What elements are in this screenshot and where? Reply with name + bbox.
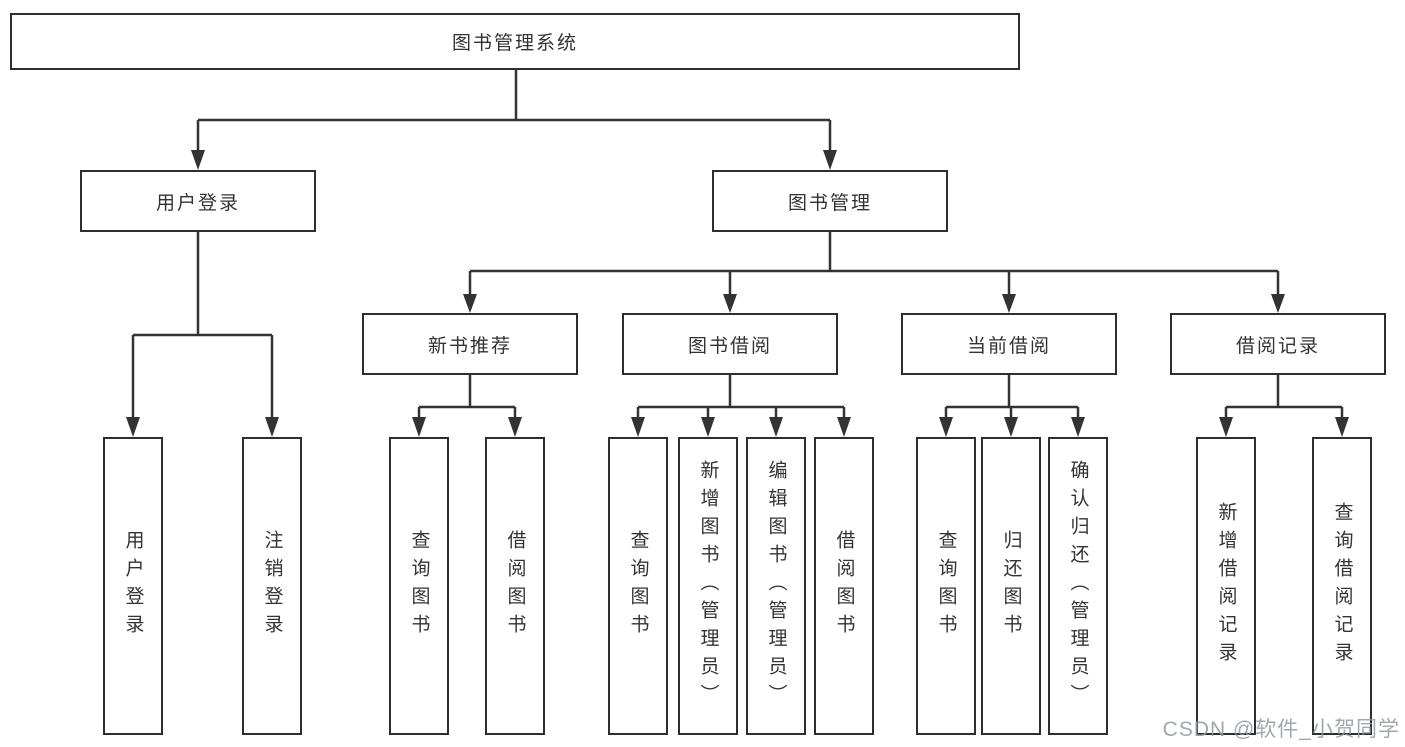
- leaf-label: 新增图书（管理员）: [697, 460, 719, 712]
- leaf-label: 归还图书: [1000, 530, 1022, 642]
- arrowhead-icon: [837, 417, 851, 437]
- leaf-label: 借阅图书: [504, 530, 526, 642]
- leaf-query-books-recommend: 查询图书: [389, 437, 449, 735]
- node-new-book-recommend: 新书推荐: [362, 313, 578, 375]
- connector-book-mgmt-to-level3: [468, 232, 1280, 296]
- leaf-user-login: 用户登录: [103, 437, 163, 735]
- leaf-borrow-books: 借阅图书: [814, 437, 874, 735]
- leaf-add-books-admin: 新增图书（管理员）: [678, 437, 738, 735]
- arrowhead-icon: [463, 294, 477, 313]
- connector-root-to-level2: [196, 70, 832, 153]
- leaf-label: 新增借阅记录: [1215, 502, 1237, 670]
- node-current-borrow: 当前借阅: [901, 313, 1117, 375]
- arrowhead-icon: [508, 417, 522, 437]
- leaf-label: 查询图书: [627, 530, 649, 642]
- arrowhead-icon: [1271, 294, 1285, 313]
- arrowhead-icon: [939, 417, 953, 437]
- arrowhead-icon: [265, 417, 279, 437]
- arrowhead-icon: [823, 150, 837, 170]
- node-borrow-records: 借阅记录: [1170, 313, 1386, 375]
- arrowhead-icon: [769, 417, 783, 437]
- arrowhead-icon: [126, 417, 140, 437]
- leaf-label: 借阅图书: [833, 530, 855, 642]
- connector-new-book-to-leaves: [417, 375, 517, 420]
- connector-borrow-records-to-leaves: [1224, 375, 1344, 420]
- leaf-borrow-books-recommend: 借阅图书: [485, 437, 545, 735]
- leaf-label: 编辑图书（管理员）: [765, 460, 787, 712]
- leaf-label: 查询图书: [408, 530, 430, 642]
- leaf-query-books-borrow: 查询图书: [608, 437, 668, 735]
- leaf-return-books: 归还图书: [981, 437, 1041, 735]
- leaf-label: 查询借阅记录: [1331, 502, 1353, 670]
- leaf-label: 注销登录: [261, 530, 283, 642]
- arrowhead-icon: [1002, 294, 1016, 313]
- node-book-management: 图书管理: [712, 170, 948, 232]
- arrowhead-icon: [1004, 417, 1018, 437]
- node-root: 图书管理系统: [10, 13, 1020, 70]
- leaf-logout-login: 注销登录: [242, 437, 302, 735]
- arrowhead-icon: [723, 294, 737, 313]
- watermark: CSDN @软件_小贺同学: [1162, 718, 1400, 741]
- arrowhead-icon: [1071, 417, 1085, 437]
- arrowhead-icon: [412, 417, 426, 437]
- connector-user-login-to-leaves: [131, 232, 274, 420]
- arrowhead-icon: [631, 417, 645, 437]
- leaf-add-borrow-record: 新增借阅记录: [1196, 437, 1256, 735]
- arrowhead-icon: [701, 417, 715, 437]
- node-book-borrow: 图书借阅: [622, 313, 838, 375]
- leaf-label: 用户登录: [122, 530, 144, 642]
- leaf-confirm-return-admin: 确认归还（管理员）: [1048, 437, 1108, 735]
- arrowhead-icon: [1219, 417, 1233, 437]
- leaf-label: 查询图书: [935, 530, 957, 642]
- leaf-query-borrow-record: 查询借阅记录: [1312, 437, 1372, 735]
- node-user-login: 用户登录: [80, 170, 316, 232]
- leaf-label: 确认归还（管理员）: [1067, 460, 1089, 712]
- connector-book-borrow-to-leaves: [636, 375, 846, 420]
- arrowhead-icon: [191, 150, 205, 170]
- leaf-query-books-current: 查询图书: [916, 437, 976, 735]
- arrowhead-icon: [1335, 417, 1349, 437]
- leaf-edit-books-admin: 编辑图书（管理员）: [746, 437, 806, 735]
- connector-current-borrow-to-leaves: [944, 375, 1080, 420]
